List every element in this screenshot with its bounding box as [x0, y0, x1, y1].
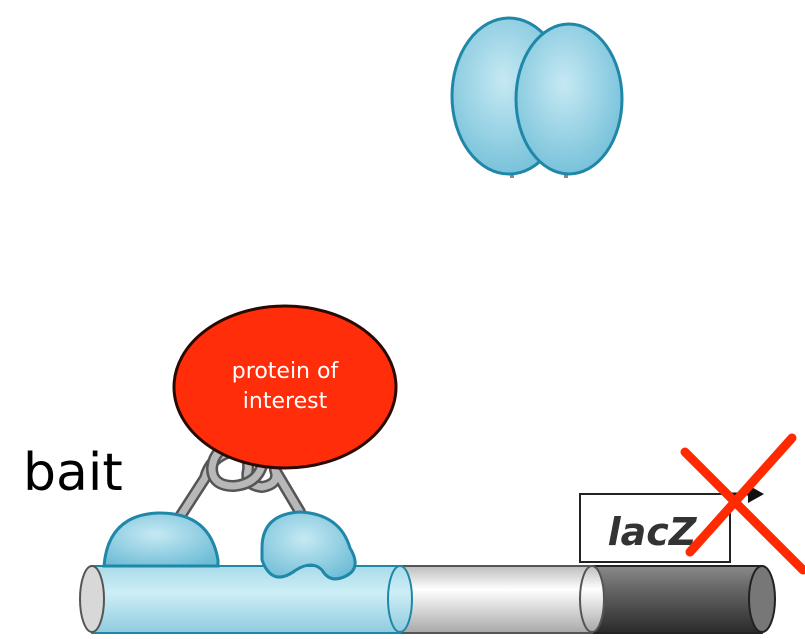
bait-label: bait — [23, 443, 123, 503]
protein-label-line1: protein of — [232, 359, 340, 384]
dna-binding-site-segment — [91, 565, 401, 634]
dna-dark-segment — [587, 565, 768, 634]
dna-light-segment — [395, 565, 593, 634]
reporter-gene: lacZ — [579, 485, 764, 563]
activation-domain-right — [514, 22, 624, 176]
dna-strand — [79, 565, 776, 634]
no-expression-cross-icon — [680, 433, 805, 575]
lacz-box — [579, 493, 731, 563]
protein-of-interest: protein of interest — [172, 304, 398, 470]
dbd-right-lobe — [260, 510, 357, 581]
dbd-left-lobe — [102, 511, 220, 568]
protein-label-line2: interest — [243, 389, 328, 414]
lacz-label: lacZ — [608, 510, 698, 554]
protein-of-interest-blob — [172, 304, 398, 470]
activation-domain-dimer — [450, 16, 624, 178]
